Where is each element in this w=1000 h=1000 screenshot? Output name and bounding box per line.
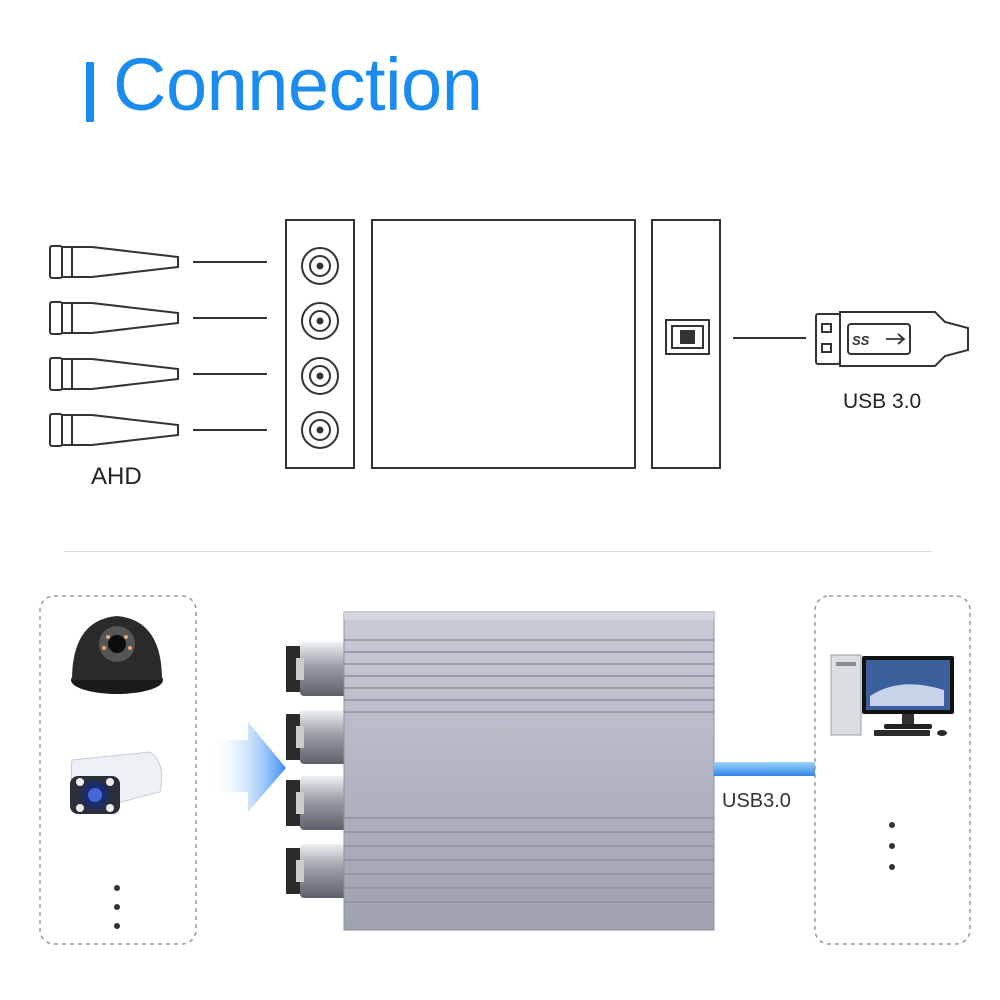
bnc-connector-icon (286, 710, 348, 764)
page-title: Connection (113, 43, 483, 126)
usb-cable (714, 762, 818, 776)
bnc-connector-icon (286, 844, 348, 898)
bnc-connector-icon (286, 642, 348, 696)
bnc-connector-icon (286, 776, 348, 830)
ahd-cable-lines (193, 261, 267, 431)
bnc-connector-icon (301, 302, 339, 340)
bnc-connector-icon (301, 247, 339, 285)
ahd-plug-icon (49, 357, 179, 391)
ahd-plug-icon (49, 413, 179, 447)
usb3-plug-icon (815, 311, 969, 367)
more-dots-icon (114, 885, 120, 929)
usb-cable-label: USB3.0 (722, 790, 791, 812)
dome-camera-icon (71, 616, 163, 694)
flow-arrow-icon (210, 722, 286, 812)
title-accent-bar (86, 62, 94, 122)
ahd-label: AHD (91, 463, 142, 490)
section-divider (64, 551, 932, 552)
usb3-label: USB 3.0 (843, 390, 922, 413)
aluminum-enclosure (343, 611, 715, 931)
host-computer-panel (814, 595, 971, 945)
usb-ss-logo: SS (852, 333, 870, 348)
usb-b-port-icon (665, 319, 710, 355)
more-dots-icon (889, 822, 895, 870)
bnc-connector-icon (301, 411, 339, 449)
capture-device-body (371, 219, 636, 469)
bullet-camera-icon (70, 751, 163, 814)
ahd-plug-icon (49, 245, 179, 279)
desktop-computer-icon (830, 654, 954, 736)
ahd-plug-icon (49, 301, 179, 335)
bnc-connector-icon (301, 357, 339, 395)
